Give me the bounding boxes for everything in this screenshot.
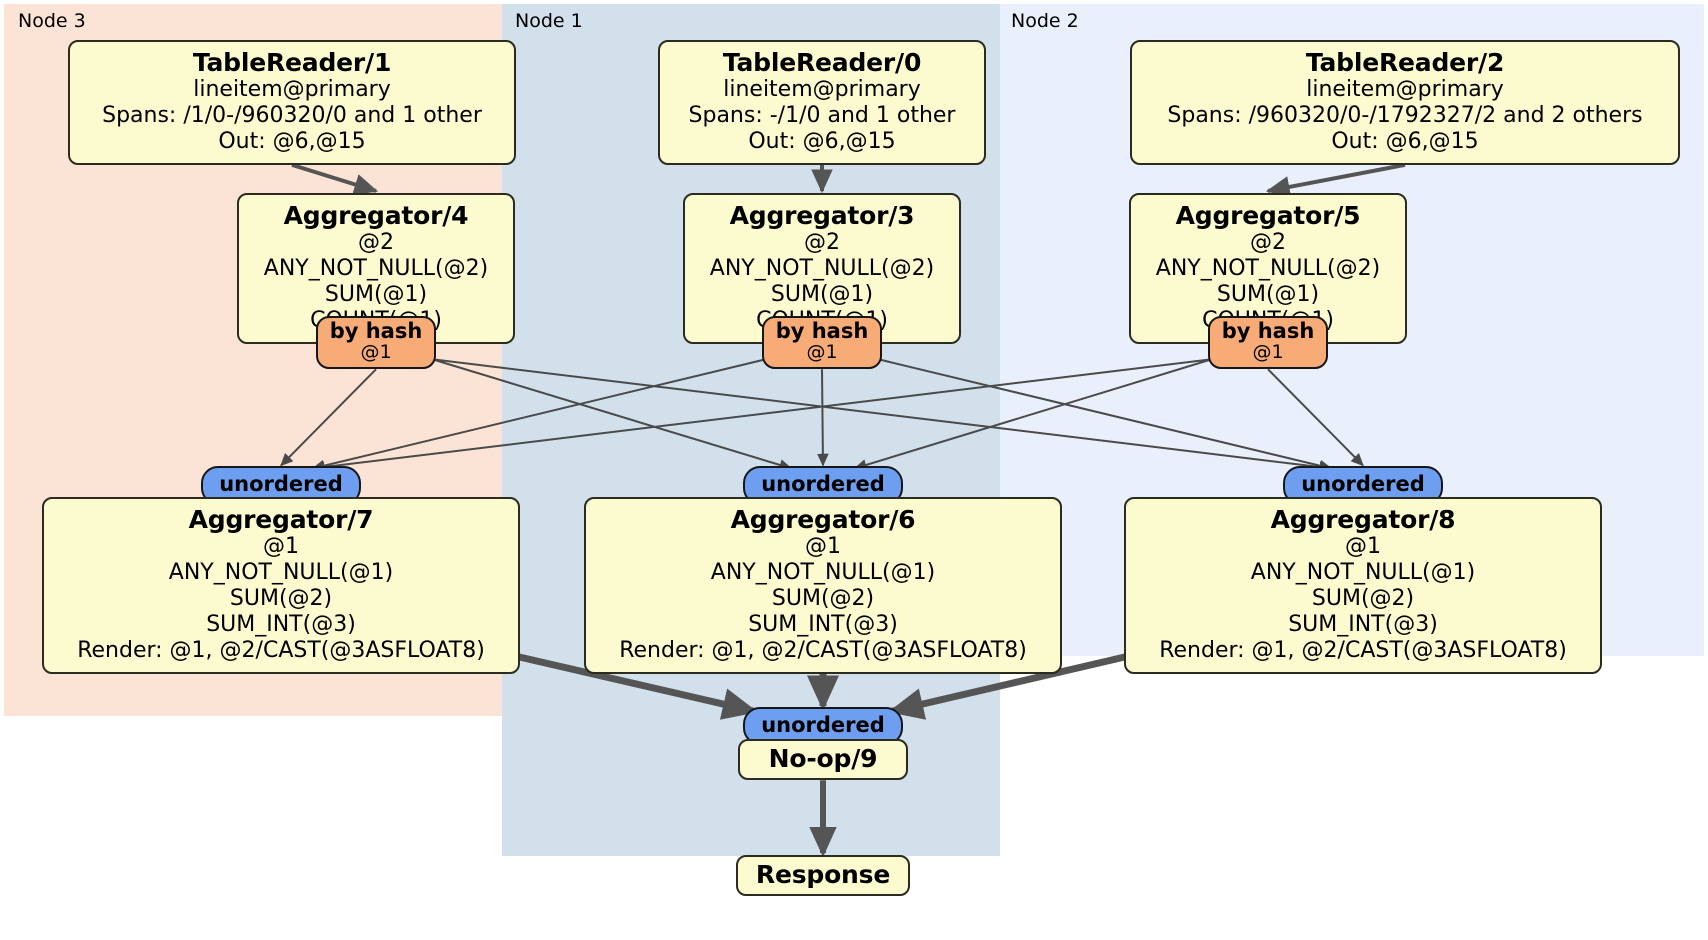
processor-title: TableReader/1 [192,48,392,77]
processor-title: Aggregator/6 [730,505,916,534]
processor-aggregator-6[interactable]: Aggregator/6 @1 ANY_NOT_NULL(@1) SUM(@2)… [584,497,1062,674]
processor-aggregator-7[interactable]: Aggregator/7 @1 ANY_NOT_NULL(@1) SUM(@2)… [42,497,520,674]
processor-line: @1 [263,534,299,559]
processor-line: SUM_INT(@3) [748,611,898,637]
processor-line: SUM(@1) [770,281,874,307]
badge-label: unordered [1301,472,1425,497]
processor-tablereader-0[interactable]: TableReader/0 lineitem@primary Spans: -/… [658,40,986,165]
processor-line: @2 [358,230,394,255]
badge-label: by hash [775,319,869,344]
processor-line: lineitem@primary [1306,77,1504,102]
processor-noop-9[interactable]: No-op/9 [738,739,908,781]
processor-line: ANY_NOT_NULL(@1) [1250,559,1476,585]
processor-line: SUM(@2) [1311,585,1415,611]
processor-title: TableReader/0 [722,48,922,77]
output-badge-by-hash-center[interactable]: by hash @1 [761,316,883,370]
processor-line: Out: @6,@15 [748,128,896,154]
processor-line: ANY_NOT_NULL(@1) [710,559,936,585]
processor-line: ANY_NOT_NULL(@2) [1155,255,1381,281]
processor-line: Render: @1, @2/CAST(@3ASFLOAT8) [619,637,1027,663]
processor-aggregator-8[interactable]: Aggregator/8 @1 ANY_NOT_NULL(@1) SUM(@2)… [1124,497,1602,674]
processor-line: ANY_NOT_NULL(@2) [263,255,489,281]
processor-title: Aggregator/7 [188,505,374,534]
processor-aggregator-3[interactable]: Aggregator/3 @2 ANY_NOT_NULL(@2) SUM(@1)… [683,193,961,344]
processor-line: Out: @6,@15 [1331,128,1479,154]
processor-line: lineitem@primary [723,77,921,102]
processor-line: SUM_INT(@3) [206,611,356,637]
badge-sublabel: @1 [806,341,838,364]
processor-response[interactable]: Response [736,855,910,896]
processor-line: Out: @6,@15 [218,128,366,154]
processor-line: @1 [1345,534,1381,559]
badge-label: unordered [761,713,885,737]
processor-line: @1 [805,534,841,559]
badge-label: by hash [1221,319,1315,344]
processor-tablereader-2[interactable]: TableReader/2 lineitem@primary Spans: /9… [1130,40,1680,165]
processor-line: Spans: /960320/0-/1792327/2 and 2 others [1167,102,1643,128]
processor-line: @2 [1250,230,1286,255]
output-badge-by-hash-left[interactable]: by hash @1 [315,316,437,370]
badge-label: unordered [219,472,343,497]
processor-line: SUM_INT(@3) [1288,611,1438,637]
processor-title: Aggregator/5 [1175,201,1361,230]
processor-line: ANY_NOT_NULL(@1) [168,559,394,585]
badge-label: by hash [329,319,423,344]
processor-line: ANY_NOT_NULL(@2) [709,255,935,281]
processor-title: Aggregator/4 [283,201,469,230]
processor-line: Render: @1, @2/CAST(@3ASFLOAT8) [1159,637,1567,663]
processor-line: lineitem@primary [193,77,391,102]
processor-title: Aggregator/8 [1270,505,1456,534]
output-badge-by-hash-right[interactable]: by hash @1 [1207,316,1329,370]
processor-line: SUM(@2) [229,585,333,611]
node-label-node1: Node 1 [515,10,583,32]
processor-line: SUM(@1) [1216,281,1320,307]
processor-line: Spans: /1/0-/960320/0 and 1 other [102,102,482,128]
badge-label: unordered [761,472,885,497]
processor-line: SUM(@2) [771,585,875,611]
processor-title: TableReader/2 [1305,48,1505,77]
processor-line: @2 [804,230,840,255]
processor-title: No-op/9 [768,744,878,774]
badge-sublabel: @1 [1252,341,1284,364]
badge-sublabel: @1 [360,341,392,364]
node-label-node3: Node 3 [18,10,86,32]
processor-line: Render: @1, @2/CAST(@3ASFLOAT8) [77,637,485,663]
node-label-node2: Node 2 [1011,10,1079,32]
processor-line: Spans: -/1/0 and 1 other [688,102,956,128]
processor-title: Response [755,860,891,889]
processor-tablereader-1[interactable]: TableReader/1 lineitem@primary Spans: /1… [68,40,516,165]
processor-title: Aggregator/3 [729,201,915,230]
processor-line: SUM(@1) [324,281,428,307]
